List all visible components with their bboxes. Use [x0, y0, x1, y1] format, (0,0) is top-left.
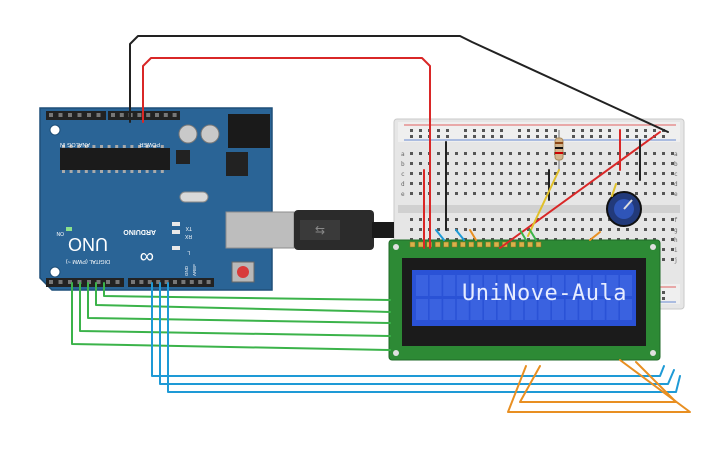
- dc-jack: [228, 114, 270, 148]
- svg-text:b: b: [674, 161, 678, 168]
- svg-text:a: a: [401, 151, 405, 158]
- tx-label: TX: [185, 225, 192, 231]
- svg-text:d: d: [674, 181, 678, 188]
- analog-in-label: ANALOG IN: [60, 141, 90, 147]
- wire-signal-yellow: [527, 169, 560, 237]
- svg-text:b: b: [401, 161, 405, 168]
- reset-button: [237, 266, 249, 278]
- svg-text:g: g: [674, 227, 678, 234]
- atmega-chip: [60, 148, 170, 170]
- power-label: POWER: [139, 141, 160, 147]
- digital-header-pins: [49, 280, 211, 284]
- wire-data-green-5: [71, 282, 391, 351]
- wire-data-blue-2: [159, 282, 675, 385]
- wire-power-red: [142, 57, 431, 249]
- wire-data-green-2: [95, 282, 391, 313]
- arduino-uno-board: UNO ARDUINO ∞ POWER ANALOG IN DIGITAL (P…: [39, 107, 295, 291]
- svg-text:a: a: [674, 151, 678, 158]
- digital-label: DIGITAL (PWM ~): [66, 258, 110, 264]
- board-brand-label: ARDUINO: [123, 228, 156, 235]
- svg-text:i: i: [674, 247, 678, 254]
- resistor: [554, 130, 564, 170]
- svg-text:e: e: [674, 191, 678, 198]
- wires: [71, 35, 691, 413]
- gnd-label: GND: [184, 265, 189, 276]
- svg-text:h: h: [674, 237, 678, 244]
- wire-contrast-orange-2: [519, 361, 677, 403]
- l-led-label: L: [187, 249, 190, 255]
- svg-text:c: c: [674, 171, 678, 178]
- wire-data-green-1: [103, 282, 391, 301]
- board-model-label: UNO: [68, 234, 108, 254]
- lcd-module: UniNove-Aula: [388, 239, 661, 361]
- lcd-display-text: UniNove-Aula: [462, 281, 627, 306]
- wire-ground-black: [129, 35, 669, 133]
- on-led-label: ON: [56, 230, 64, 236]
- rx-label: RX: [184, 233, 192, 239]
- wire-data-green-3: [87, 282, 391, 324]
- svg-text:⇆: ⇆: [315, 223, 325, 237]
- aref-label: AREF: [192, 264, 197, 276]
- svg-text:d: d: [401, 181, 405, 188]
- wire-data-blue-3: [167, 282, 681, 393]
- wire-rail-red-2: [499, 131, 661, 249]
- svg-text:f: f: [674, 217, 678, 224]
- wire-data-green-4: [79, 282, 391, 337]
- wire-contrast-orange-1: [507, 359, 691, 413]
- svg-text:c: c: [401, 171, 405, 178]
- top-header-pins: [49, 113, 177, 117]
- potentiometer: [606, 191, 642, 227]
- svg-text:j: j: [674, 257, 678, 264]
- wire-data-blue-1: [151, 282, 665, 377]
- svg-text:e: e: [401, 191, 405, 198]
- infinity-logo: ∞: [140, 246, 154, 268]
- usb-port: [225, 211, 295, 249]
- usb-cable: ⇆: [294, 210, 394, 250]
- wire-signal-yellow-2: [611, 183, 617, 197]
